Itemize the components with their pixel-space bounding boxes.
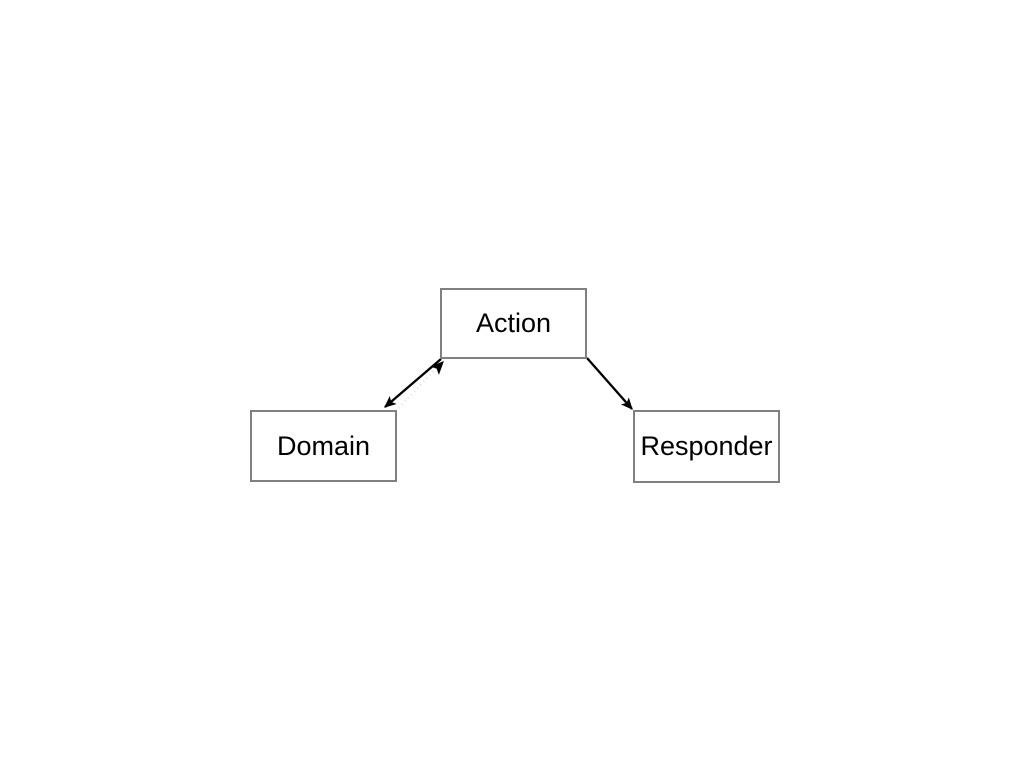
- edge-action-to-responder: [586, 357, 633, 410]
- node-responder-label: Responder: [640, 431, 773, 461]
- node-responder[interactable]: Responder: [633, 410, 780, 483]
- node-action-label: Action: [475, 308, 552, 338]
- node-action[interactable]: Action: [440, 288, 587, 359]
- edge-action-to-domain: [384, 358, 442, 408]
- node-domain-label: Domain: [276, 430, 371, 461]
- node-domain[interactable]: Domain: [250, 410, 397, 482]
- edge-domain-to-action: [395, 361, 444, 412]
